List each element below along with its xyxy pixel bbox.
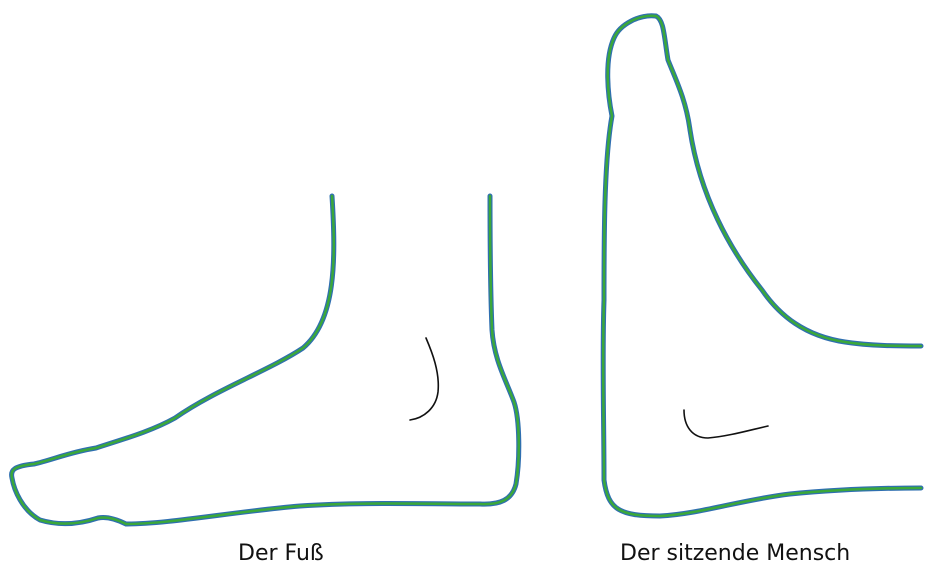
- seated-person-drawing: [603, 16, 921, 516]
- seated-person-outline: [603, 16, 921, 516]
- foot-drawing: [12, 196, 519, 524]
- foot-ankle-line: [410, 338, 438, 420]
- caption-seated-person: Der sitzende Mensch: [620, 543, 850, 565]
- foot-outline-left-edge: [12, 196, 519, 524]
- seated-person-crease-line: [684, 410, 768, 438]
- caption-foot: Der Fuß: [238, 543, 324, 565]
